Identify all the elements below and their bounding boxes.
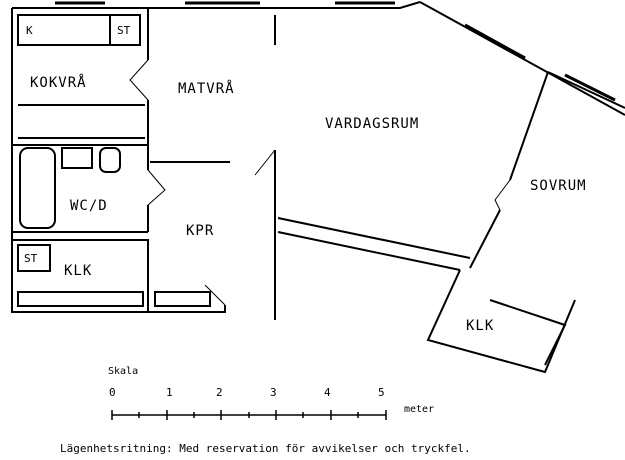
room-kokvra-label: KOKVRÅ [30, 74, 87, 91]
wall-living-bedroom [469, 71, 549, 269]
scale-tick-3: 3 [270, 386, 277, 399]
bathtub [19, 147, 56, 229]
wall-klk-left [12, 239, 149, 312]
stove-box [109, 14, 141, 46]
window-living-right [464, 23, 526, 60]
room-matvra-label: MATVRÅ [178, 80, 235, 97]
sink [61, 147, 93, 169]
fixture-k-label: K [26, 24, 33, 37]
wall-living-bottom [277, 217, 471, 271]
wall-outer-top [12, 1, 421, 9]
room-kpr-label: KPR [186, 223, 214, 239]
st-box [17, 244, 51, 272]
scale-tick-5: 5 [378, 386, 385, 399]
scale-tick-4: 4 [324, 386, 331, 399]
window-bedroom [564, 73, 616, 102]
wall-outer-left [11, 8, 226, 313]
klk-shelf [17, 291, 144, 307]
hall-wardrobe [154, 291, 211, 307]
room-klk-left-label: KLK [64, 263, 92, 279]
klk-right-inner [489, 299, 567, 366]
caption: Lägenhetsritning: Med reservation för av… [60, 442, 471, 455]
room-vardagsrum-label: VARDAGSRUM [325, 116, 419, 132]
scale-tick-0: 0 [109, 386, 116, 399]
toilet [99, 147, 121, 173]
door-hall [147, 169, 166, 206]
fixture-st-klk-label: ST [24, 252, 38, 265]
wall-bath-top [12, 144, 149, 170]
scale-bar: Skala 0 1 2 3 4 5 meter [108, 366, 434, 420]
scale-tick-2: 2 [216, 386, 223, 399]
door-living [254, 149, 276, 176]
wall-kitchen-counter [18, 104, 145, 139]
room-sovrum-label: SOVRUM [530, 178, 587, 194]
fixture-st-top-label: ST [117, 24, 131, 37]
scale-title: Skala [108, 366, 138, 377]
door-bedroom [494, 179, 511, 211]
wall-outer-top-right [419, 1, 625, 116]
scale-line [111, 410, 387, 420]
wall-outer-right [547, 71, 625, 109]
scale-unit: meter [404, 404, 434, 415]
room-klk-right-label: KLK [466, 318, 494, 334]
door-entry [204, 284, 226, 306]
room-wcd-label: WC/D [70, 198, 108, 214]
door-kitchen [129, 59, 149, 101]
scale-tick-1: 1 [166, 386, 173, 399]
